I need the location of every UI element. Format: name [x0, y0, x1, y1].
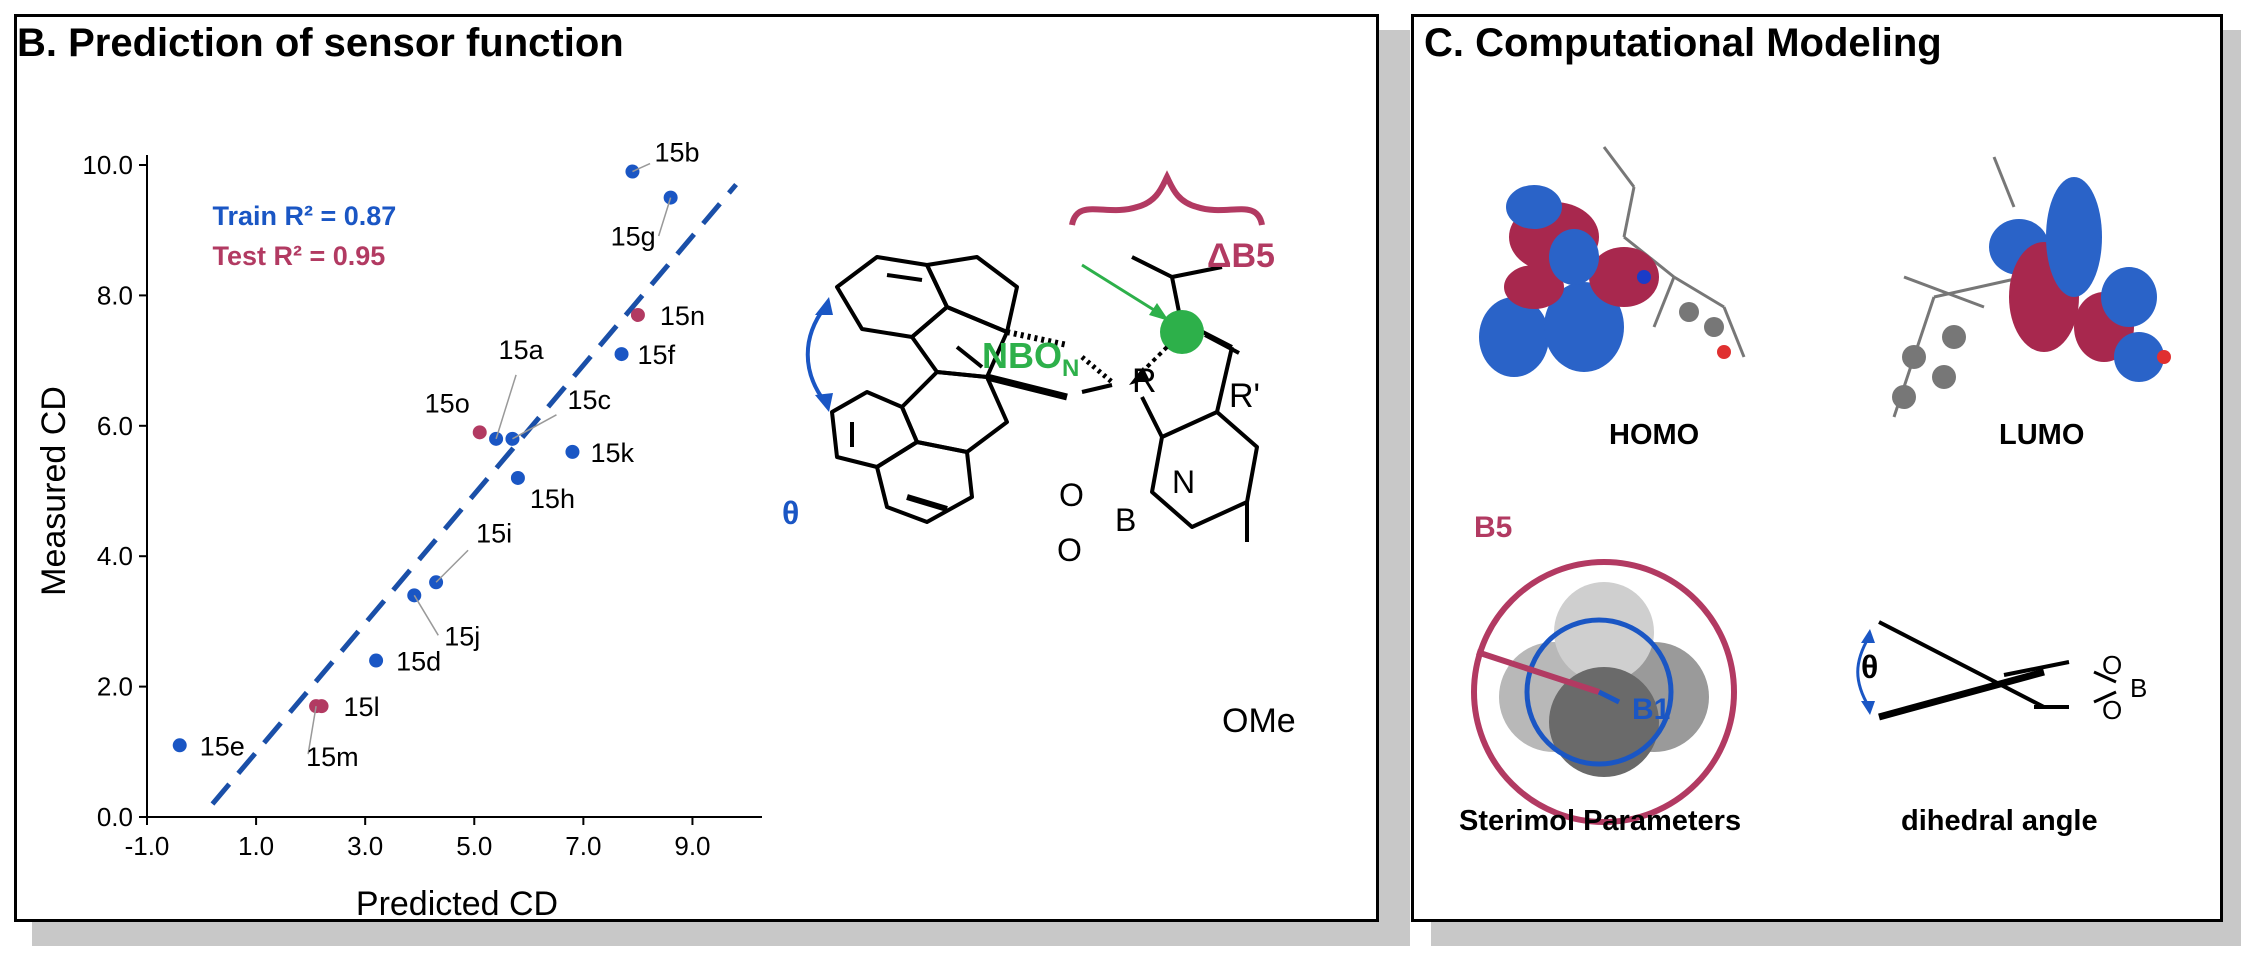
y-tick-label: 2.0 — [97, 672, 133, 702]
nitrogen-highlight — [1160, 310, 1204, 354]
label-leader — [435, 549, 469, 583]
fit-line — [210, 182, 739, 806]
delta-b5-label: ΔB5 — [1207, 237, 1275, 275]
data-point — [172, 738, 187, 753]
b1-label: B1 — [1632, 693, 1671, 726]
lumo-label: LUMO — [1999, 419, 2085, 451]
y-tick-label: 10.0 — [82, 150, 133, 180]
x-tick-label: -1.0 — [125, 831, 170, 861]
nitrogen-label: N — [1172, 464, 1196, 500]
x-tick-label: 1.0 — [238, 831, 274, 861]
data-point — [369, 653, 384, 668]
point-label: 15d — [396, 647, 441, 677]
panel-b: B. Prediction of sensor function -1.0 1.0… — [14, 14, 1379, 923]
label-leader — [512, 414, 557, 440]
data-point — [630, 307, 645, 322]
data-point — [614, 347, 629, 362]
point-label: 15m — [306, 742, 359, 772]
b5-label: B5 — [1474, 511, 1513, 544]
dihedral-o1-label: O — [2102, 650, 2123, 680]
ome-label: OMe — [1222, 702, 1296, 740]
y-tick-label: 8.0 — [97, 280, 133, 310]
label-leader — [657, 197, 672, 237]
homo-orbital-image — [1479, 146, 1746, 377]
point-label: 15e — [200, 731, 245, 761]
y-tick-label: 6.0 — [97, 411, 133, 441]
homo-label: HOMO — [1609, 419, 1700, 451]
dihedral-o2-label: O — [2102, 695, 2123, 725]
oxygen-1-label: O — [1059, 477, 1084, 513]
x-axis-label: Predicted CD — [356, 885, 558, 923]
point-label: 15c — [567, 385, 611, 415]
sterimol-label: Sterimol Parameters — [1459, 805, 1742, 837]
sensor-structure — [805, 170, 1265, 542]
point-label: 15i — [476, 518, 512, 548]
dihedral-label: dihedral angle — [1901, 805, 2098, 837]
lumo-orbital-image — [1892, 156, 2171, 418]
x-tick-label: 3.0 — [347, 831, 383, 861]
point-label: 15o — [425, 388, 470, 418]
panel-c-title: C. Computational Modeling — [1424, 21, 1942, 65]
x-tick-label: 5.0 — [456, 831, 492, 861]
x-tick-label: 9.0 — [674, 831, 710, 861]
panel-c: C. Computational Modeling — [1411, 14, 2223, 922]
y-tick-label: 0.0 — [97, 802, 133, 832]
data-point — [510, 470, 525, 485]
r-label: R — [1132, 362, 1157, 400]
nbo-text: NBO — [982, 335, 1062, 376]
theta-label-c: θ — [1861, 649, 1879, 685]
y-tick-label: 4.0 — [97, 541, 133, 571]
point-label: 15g — [611, 222, 656, 252]
nbo-subscript: N — [1062, 355, 1080, 383]
label-leader — [307, 706, 317, 755]
point-label: 15f — [638, 340, 676, 370]
point-label: 15l — [344, 692, 380, 722]
panel-b-title: B. Prediction of sensor function — [17, 21, 624, 65]
point-label: 15a — [499, 335, 545, 365]
data-point — [565, 444, 580, 459]
point-label: 15j — [444, 621, 480, 651]
sterimol-diagram — [1471, 559, 1737, 825]
dihedral-diagram — [1856, 620, 2117, 721]
x-tick-label: 7.0 — [565, 831, 601, 861]
nbo-label: NBON — [982, 335, 1079, 383]
label-leader — [632, 162, 651, 173]
scatter-chart: -1.0 1.0 3.0 5.0 7.0 9.0 0.0 2.0 4.0 6.0 8.0 10.0Pr… — [35, 138, 762, 923]
label-leader — [413, 594, 439, 636]
point-label: 15k — [590, 438, 634, 468]
point-label: 15b — [654, 138, 699, 168]
oxygen-2-label: O — [1057, 532, 1082, 568]
r2-annotation: Test R² = 0.95 — [212, 241, 385, 271]
r2-annotation: Train R² = 0.87 — [212, 201, 396, 231]
point-label: 15n — [660, 301, 705, 331]
y-axis-label: Measured CD — [35, 386, 73, 596]
boron-label: B — [1115, 502, 1137, 538]
point-label: 15h — [530, 484, 575, 514]
data-point — [472, 425, 487, 440]
theta-label-b: θ — [782, 495, 800, 531]
dihedral-b-label: B — [2130, 673, 2148, 703]
rprime-label: R' — [1229, 377, 1261, 415]
label-leader — [495, 374, 517, 440]
